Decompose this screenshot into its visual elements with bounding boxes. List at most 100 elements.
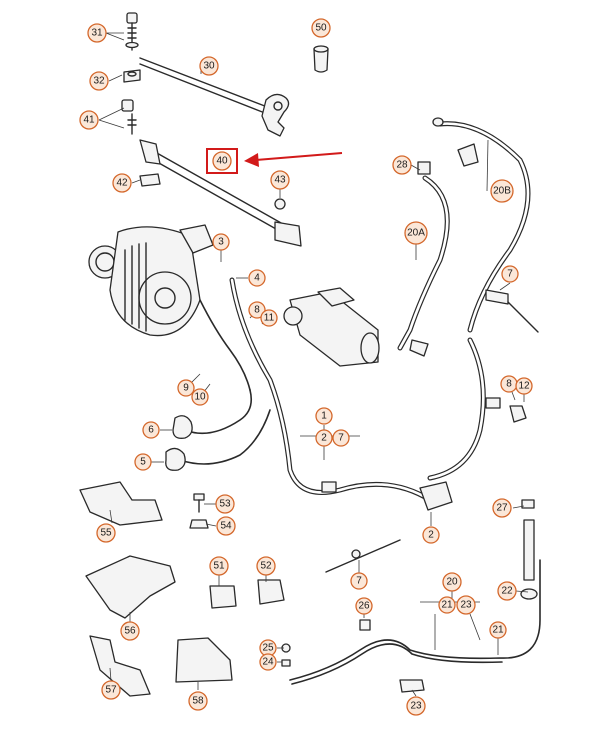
cable-tie-7-lower: [325, 539, 401, 573]
callout-12[interactable]: 12: [515, 377, 533, 395]
highlight-box-40: [206, 148, 238, 174]
svg-text:21: 21: [492, 625, 504, 636]
callout-21-upper[interactable]: 21: [438, 596, 456, 614]
svg-text:12: 12: [518, 381, 530, 392]
svg-text:7: 7: [507, 269, 513, 280]
svg-text:20B: 20B: [493, 186, 511, 197]
callout-23-lower[interactable]: 23: [406, 696, 426, 716]
svg-text:8: 8: [254, 305, 260, 316]
svg-text:20: 20: [446, 577, 458, 588]
clip-23: [399, 679, 425, 693]
callout-56[interactable]: 56: [120, 621, 140, 641]
callout-6[interactable]: 6: [142, 421, 160, 439]
svg-text:30: 30: [203, 61, 215, 72]
clip-7-upper: [485, 289, 539, 333]
callout-51[interactable]: 51: [209, 556, 229, 576]
callout-25[interactable]: 25: [259, 639, 277, 657]
starter-motor: [283, 287, 380, 367]
svg-text:41: 41: [83, 115, 95, 126]
cap-50: [313, 45, 329, 73]
bracket-55: [79, 481, 163, 526]
svg-text:23: 23: [460, 600, 472, 611]
callout-32[interactable]: 32: [89, 71, 109, 91]
svg-text:50: 50: [315, 23, 327, 34]
grommet-5: [165, 447, 186, 471]
callout-20[interactable]: 20: [442, 572, 462, 592]
sensor-wire-21: [289, 559, 541, 685]
callout-8-right[interactable]: 8: [500, 375, 518, 393]
svg-text:1: 1: [321, 411, 327, 422]
callout-10[interactable]: 10: [191, 388, 209, 406]
callout-26[interactable]: 26: [355, 597, 373, 615]
callout-57[interactable]: 57: [101, 680, 121, 700]
callout-21-lower[interactable]: 21: [489, 621, 507, 639]
callout-52[interactable]: 52: [256, 556, 276, 576]
svg-text:56: 56: [124, 626, 136, 637]
strut-30: [139, 57, 290, 137]
callout-7-upper[interactable]: 7: [501, 265, 519, 283]
callout-28[interactable]: 28: [392, 155, 412, 175]
callout-1[interactable]: 1: [315, 407, 333, 425]
svg-text:53: 53: [219, 499, 231, 510]
bracket-56: [85, 555, 176, 619]
svg-text:31: 31: [91, 28, 103, 39]
svg-text:23: 23: [410, 701, 422, 712]
callout-24[interactable]: 24: [259, 653, 277, 671]
callout-54[interactable]: 54: [216, 516, 236, 536]
callout-2-harness[interactable]: 2: [315, 429, 333, 447]
holder-52: [257, 579, 285, 605]
callout-23-upper[interactable]: 23: [456, 595, 476, 615]
callout-4[interactable]: 4: [248, 269, 266, 287]
callout-43[interactable]: 43: [270, 170, 290, 190]
svg-text:10: 10: [194, 392, 206, 403]
sensor-22: [520, 519, 538, 600]
callout-58[interactable]: 58: [188, 691, 208, 711]
grommet-6: [172, 415, 193, 439]
callout-20B[interactable]: 20B: [490, 179, 514, 203]
screw-26: [359, 619, 371, 631]
svg-text:51: 51: [213, 561, 225, 572]
svg-text:2: 2: [428, 530, 434, 541]
callout-55[interactable]: 55: [96, 523, 116, 543]
callout-7-harness[interactable]: 7: [332, 429, 350, 447]
alternator: [88, 224, 214, 337]
bracket-58: [175, 637, 233, 683]
bolt-12: [509, 405, 527, 423]
svg-text:22: 22: [501, 586, 513, 597]
svg-text:52: 52: [260, 561, 272, 572]
callout-50[interactable]: 50: [311, 18, 331, 38]
callout-31[interactable]: 31: [87, 23, 107, 43]
svg-text:28: 28: [396, 160, 408, 171]
callout-42[interactable]: 42: [112, 173, 132, 193]
callout-22[interactable]: 22: [497, 581, 517, 601]
callout-9[interactable]: 9: [177, 379, 195, 397]
callout-27[interactable]: 27: [492, 498, 512, 518]
svg-text:26: 26: [358, 601, 370, 612]
strut-40: [139, 139, 302, 247]
callout-7-lower[interactable]: 7: [350, 572, 368, 590]
holder-51: [209, 585, 237, 609]
svg-text:4: 4: [254, 273, 260, 284]
svg-text:25: 25: [262, 643, 274, 654]
callout-53[interactable]: 53: [215, 494, 235, 514]
parts-24-25: [281, 643, 291, 667]
callout-11[interactable]: 11: [260, 309, 278, 327]
callout-2-connector[interactable]: 2: [422, 526, 440, 544]
callout-5[interactable]: 5: [134, 453, 152, 471]
svg-text:3: 3: [218, 237, 224, 248]
callout-40[interactable]: 40: [212, 151, 232, 171]
callout-3[interactable]: 3: [212, 233, 230, 251]
callout-30[interactable]: 30: [199, 56, 219, 76]
svg-text:40: 40: [216, 156, 228, 167]
callout-8-left[interactable]: 8: [248, 301, 266, 319]
svg-text:20A: 20A: [407, 228, 425, 239]
callout-41[interactable]: 41: [79, 110, 99, 130]
bolt-53: [193, 493, 205, 513]
svg-text:21: 21: [441, 600, 453, 611]
svg-text:6: 6: [148, 425, 154, 436]
svg-text:57: 57: [105, 685, 117, 696]
callout-20A[interactable]: 20A: [404, 221, 428, 245]
svg-text:2: 2: [321, 433, 327, 444]
svg-text:11: 11: [264, 313, 275, 324]
